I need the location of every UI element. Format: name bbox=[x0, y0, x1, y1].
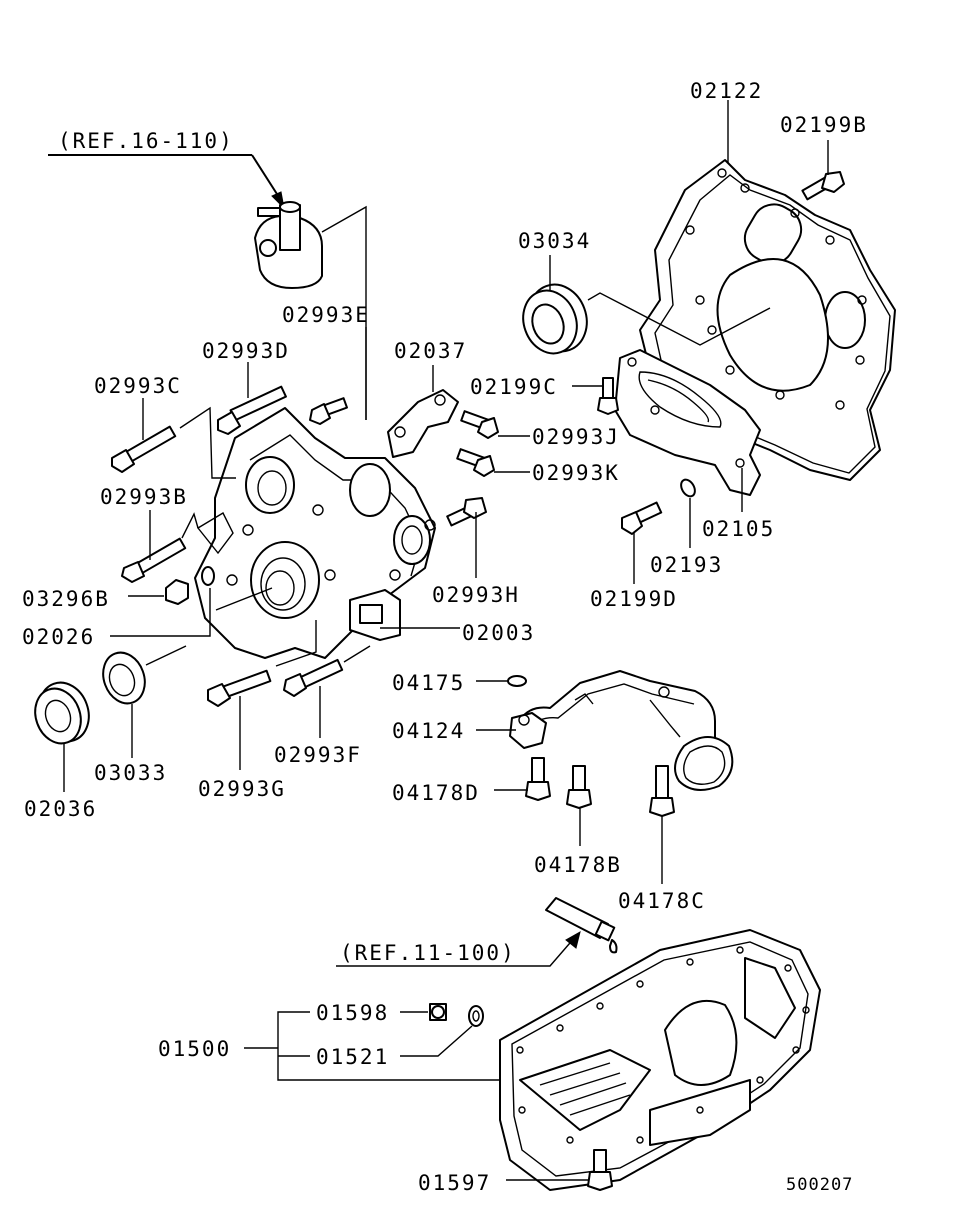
washer-02193-part bbox=[680, 478, 696, 498]
leader-01521 bbox=[400, 1025, 473, 1057]
part-label-02199B: 02199B bbox=[780, 113, 868, 137]
bolt-02199C-part bbox=[597, 377, 619, 415]
part-label-02993E: 02993E bbox=[282, 303, 370, 327]
ref-16-110-callout bbox=[48, 154, 285, 210]
nut-03296B-part bbox=[165, 579, 189, 605]
part-label-02199D: 02199D bbox=[590, 587, 678, 611]
oil-pan-01500-part bbox=[499, 929, 821, 1191]
part-label-03034: 03034 bbox=[518, 229, 591, 253]
bolt-02199B-part bbox=[801, 171, 845, 201]
part-label-02993J: 02993J bbox=[532, 425, 620, 449]
part-label-04178D: 04178D bbox=[392, 781, 480, 805]
bolt-02993D-part bbox=[217, 385, 287, 435]
ref-16-110-label: (REF.16-110) bbox=[58, 129, 234, 153]
bolt-02993F-part bbox=[283, 658, 344, 697]
front-case-02003-part bbox=[194, 407, 436, 659]
part-label-02993B: 02993B bbox=[100, 485, 188, 509]
bolt-02993C-part bbox=[111, 425, 177, 473]
part-label-03296B: 03296B bbox=[22, 587, 110, 611]
seal-02036-part bbox=[34, 681, 90, 745]
part-label-04178B: 04178B bbox=[534, 853, 622, 877]
leader-02993G-case bbox=[275, 620, 317, 667]
bolt-02199D-part bbox=[621, 501, 663, 535]
bolt-02993K-part bbox=[456, 448, 495, 477]
part-label-02993F: 02993F bbox=[274, 743, 362, 767]
part-label-02193: 02193 bbox=[650, 553, 723, 577]
bolt-02993B-part bbox=[121, 537, 187, 583]
bolt-04178B-part bbox=[566, 765, 592, 809]
part-label-02105: 02105 bbox=[702, 517, 775, 541]
gasket-01521-part bbox=[468, 1005, 484, 1027]
bolt-02993G-part bbox=[207, 669, 272, 707]
rear-bracket-02105-part bbox=[614, 349, 761, 496]
part-label-02036: 02036 bbox=[24, 797, 97, 821]
bolt-04178C-part bbox=[649, 765, 675, 817]
drain-plug-01598-part bbox=[429, 1003, 447, 1021]
part-label-02199C: 02199C bbox=[470, 375, 558, 399]
leader-03033-case bbox=[145, 645, 187, 666]
part-label-02993H: 02993H bbox=[432, 583, 520, 607]
water-pump-part bbox=[254, 201, 323, 289]
leader-02026-case bbox=[215, 587, 273, 611]
washer-02026-part bbox=[201, 566, 215, 586]
bracket-02037-part bbox=[387, 389, 459, 458]
part-label-01500: 01500 bbox=[158, 1037, 231, 1061]
ref-11-100-label: (REF.11-100) bbox=[340, 941, 516, 965]
part-label-02993C: 02993C bbox=[94, 374, 182, 398]
leader-02993C-case bbox=[179, 406, 236, 479]
part-label-02993G: 02993G bbox=[198, 777, 286, 801]
leader-02993F-case bbox=[343, 645, 371, 663]
part-label-04124: 04124 bbox=[392, 719, 465, 743]
part-label-01597: 01597 bbox=[418, 1171, 491, 1195]
part-label-04175: 04175 bbox=[392, 671, 465, 695]
part-label-02003: 02003 bbox=[462, 621, 535, 645]
part-label-02037: 02037 bbox=[394, 339, 467, 363]
part-label-02026: 02026 bbox=[22, 625, 95, 649]
bolt-02993E-part bbox=[309, 397, 348, 425]
leader-03034-plate bbox=[587, 292, 771, 346]
part-label-01598: 01598 bbox=[316, 1001, 389, 1025]
part-label-01521: 01521 bbox=[316, 1045, 389, 1069]
seal-03033-part bbox=[102, 651, 146, 705]
sealant-tube-part bbox=[545, 897, 618, 954]
bolt-04178D-part bbox=[525, 757, 551, 801]
seal-03034-part bbox=[522, 283, 588, 355]
arrow-ref-11-100 bbox=[565, 930, 581, 949]
bolt-02993J-part bbox=[460, 410, 499, 439]
leader-ref-11-100 bbox=[336, 935, 577, 967]
diagram-code: 500207 bbox=[786, 1175, 853, 1195]
leader-02993B-case bbox=[181, 512, 199, 539]
o-ring-04175-part bbox=[507, 675, 527, 687]
oil-strainer-04124-part bbox=[509, 670, 734, 791]
leader-01500-bracket bbox=[277, 1011, 500, 1081]
part-label-02993D: 02993D bbox=[202, 339, 290, 363]
part-label-03033: 03033 bbox=[94, 761, 167, 785]
leader-02026 bbox=[110, 588, 211, 637]
part-label-04178C: 04178C bbox=[618, 889, 706, 913]
part-label-02122: 02122 bbox=[690, 79, 763, 103]
bolt-02993H-part bbox=[446, 497, 487, 527]
part-label-02993K: 02993K bbox=[532, 461, 620, 485]
bolt-01597-part bbox=[587, 1149, 613, 1191]
